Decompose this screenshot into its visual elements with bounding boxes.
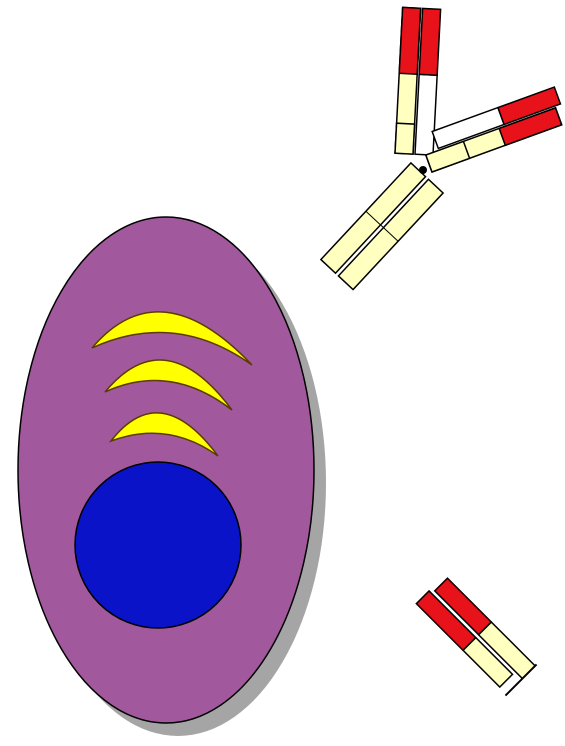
- antibody: [321, 7, 565, 289]
- light-chain-arm-up-white: [415, 74, 437, 155]
- nucleus: [75, 462, 241, 628]
- antibody-fragment: [415, 574, 537, 696]
- heavy-chain-arm-up-pale: [395, 123, 415, 154]
- antibody-arm-right: [419, 87, 565, 172]
- antibody-hinge: [419, 166, 427, 174]
- light-chain-arm-up-red: [419, 8, 440, 75]
- antibody-stem: [321, 163, 443, 290]
- heavy-chain-arm-up-red: [399, 7, 420, 74]
